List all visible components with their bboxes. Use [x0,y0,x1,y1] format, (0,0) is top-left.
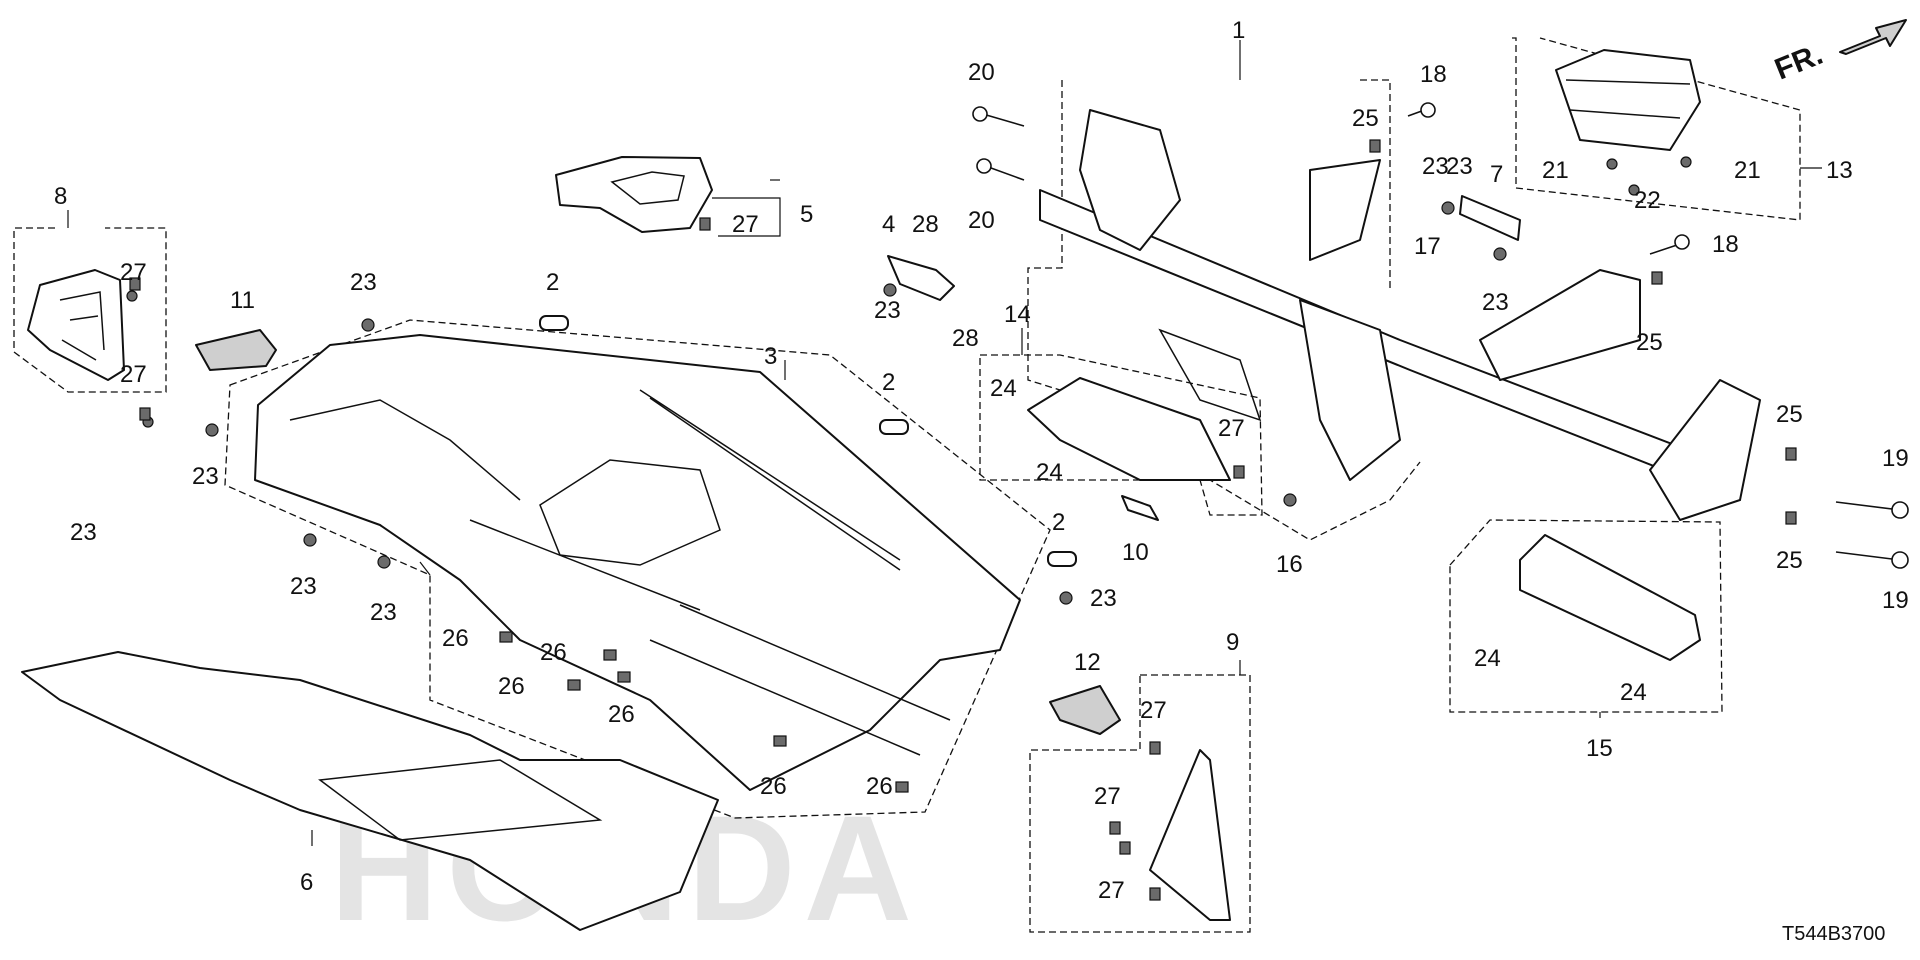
callout-24: 24 [1474,645,1501,672]
callout-23: 23 [70,519,97,546]
front-direction-indicator: FR. [1770,19,1907,87]
callout-2: 2 [546,269,559,296]
callout-27: 27 [120,361,147,388]
leader-lines [67,40,1601,846]
part-11-left-vent [195,329,277,371]
callout-16: 16 [1276,551,1303,578]
callout-23: 23 [874,297,901,324]
part-6-insulator [21,651,719,931]
part-9-right-side-panel [1029,674,1251,933]
callout-27: 27 [1094,783,1121,810]
callout-3: 3 [764,343,777,370]
front-arrow-icon [1839,19,1907,55]
callout-14: 14 [1004,301,1031,328]
part-10-clip [1121,495,1159,521]
callout-23: 23 [350,269,377,296]
callout-27: 27 [732,211,759,238]
part-14-glove-box-frame [979,354,1263,516]
callout-18: 18 [1420,61,1447,88]
callout-22: 22 [1634,187,1661,214]
callout-27: 27 [1218,415,1245,442]
diagram-code: T544B3700 [1782,923,1885,945]
callout-21: 21 [1734,157,1761,184]
callout-2: 2 [1052,509,1065,536]
part-3-dashboard [224,319,1051,819]
callout-26: 26 [498,673,525,700]
callout-27: 27 [1098,877,1125,904]
front-direction-label: FR. [1770,38,1827,87]
bolts [972,102,1909,569]
part-5-column-cover [555,156,781,237]
callout-23: 23 [1422,153,1449,180]
callout-26: 26 [760,773,787,800]
callout-23: 23 [1090,585,1117,612]
part-15-lower-panel [1449,519,1723,713]
callout-25: 25 [1776,401,1803,428]
callout-2: 2 [882,369,895,396]
callout-25: 25 [1636,329,1663,356]
callout-20: 20 [968,207,995,234]
callout-25: 25 [1352,105,1379,132]
callout-6: 6 [300,869,313,896]
fasteners [129,139,1797,901]
callout-15: 15 [1586,735,1613,762]
part-7-bracket [1459,195,1521,241]
callout-10: 10 [1122,539,1149,566]
part-1-steering-hanger-beam [1027,79,1761,541]
callout-23: 23 [1482,289,1509,316]
part-2-pins [539,315,1077,567]
callout-17: 17 [1414,233,1441,260]
part-4-bracket [887,255,955,301]
part-13-passenger-airbag [1512,37,1822,221]
callout-8: 8 [54,183,67,210]
callout-26: 26 [608,701,635,728]
callout-26: 26 [540,639,567,666]
callout-23: 23 [192,463,219,490]
callout-18: 18 [1712,231,1739,258]
callout-26: 26 [442,625,469,652]
callout-19: 19 [1882,445,1909,472]
callout-23: 23 [370,599,397,626]
callout-26: 26 [866,773,893,800]
callout-1: 1 [1232,17,1245,44]
callout-28: 28 [952,325,979,352]
callout-24: 24 [1620,679,1647,706]
callout-9: 9 [1226,629,1239,656]
callout-28: 28 [912,211,939,238]
callout-5: 5 [800,201,813,228]
callout-19: 19 [1882,587,1909,614]
callout-27: 27 [1140,697,1167,724]
callout-25: 25 [1776,547,1803,574]
callout-12: 12 [1074,649,1101,676]
callout-11: 11 [230,287,255,314]
callout-4: 4 [882,211,895,238]
callout-23: 23 [1446,153,1473,180]
callout-labels: 1 2 2 2 3 4 5 6 7 8 9 10 11 12 13 14 15 … [54,17,1909,904]
callout-20: 20 [968,59,995,86]
callout-23: 23 [290,573,317,600]
callout-24: 24 [1036,459,1063,486]
callout-7: 7 [1490,161,1503,188]
callout-27: 27 [120,259,147,286]
callout-21: 21 [1542,157,1569,184]
part-8-left-side-panel [13,227,167,428]
part-12-right-vent [1049,685,1121,735]
callout-24: 24 [990,375,1017,402]
callout-13: 13 [1826,157,1853,184]
